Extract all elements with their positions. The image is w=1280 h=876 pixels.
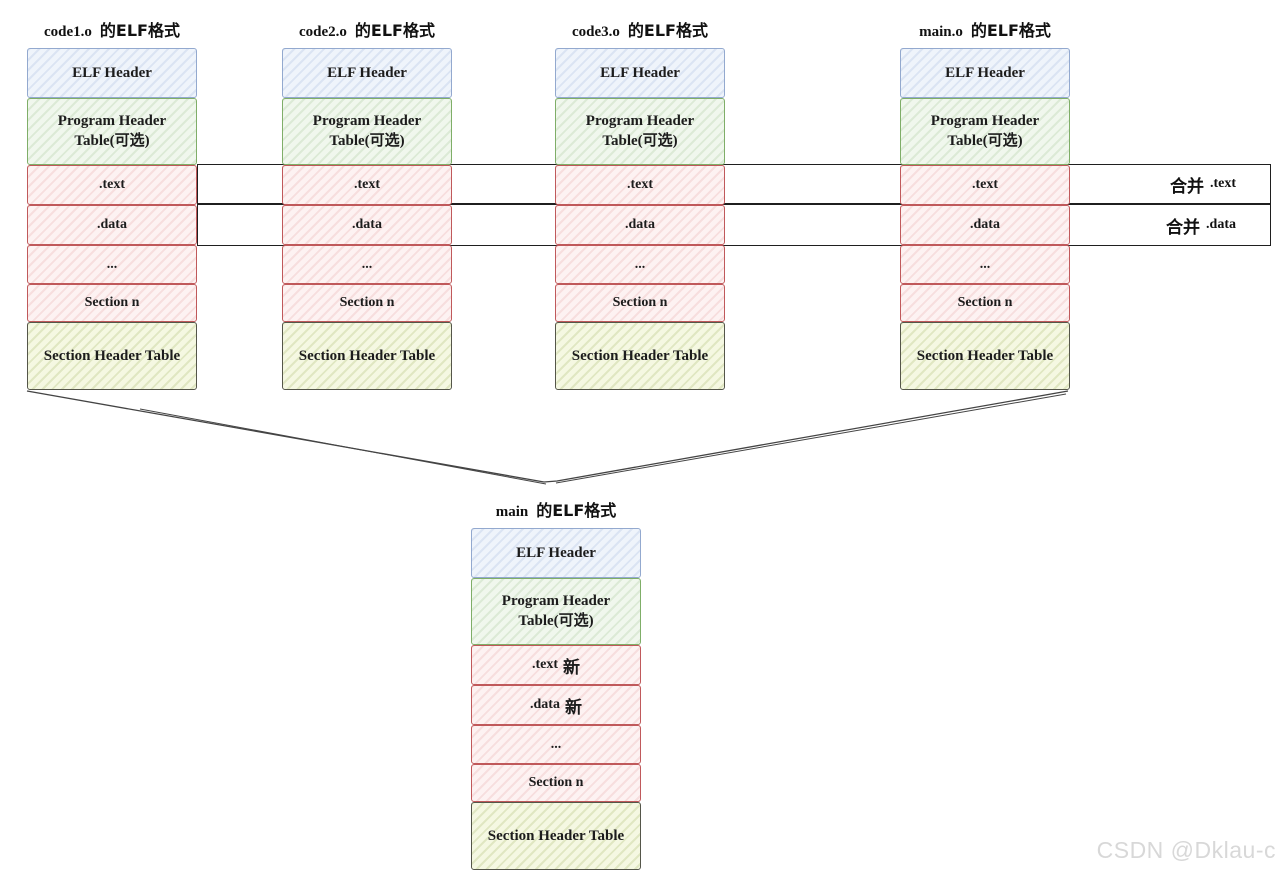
row-label: Section n (528, 775, 584, 790)
ellipsis-section-box: ... (471, 725, 641, 764)
row-label: Program Header Table(可选) (312, 113, 422, 149)
section-header-table-box: Section Header Table (282, 322, 452, 390)
data-section-box: .data (555, 205, 725, 245)
elf-column-code3: code3.o 的ELF格式 ELF Header Program Header… (555, 21, 725, 390)
elf-column-code2: code2.o 的ELF格式 ELF Header Program Header… (282, 21, 452, 390)
row-label: ... (550, 736, 562, 752)
row-label: .text (531, 657, 559, 672)
program-header-table-box: Program Header Table(可选) (471, 578, 641, 645)
row-label: Program Header Table(可选) (930, 113, 1040, 149)
section-header-table-box: Section Header Table (555, 322, 725, 390)
section-n-box: Section n (471, 764, 641, 802)
section-n-box: Section n (282, 284, 452, 322)
row-label: ELF Header (72, 64, 152, 81)
text-section-box: .text (555, 165, 725, 205)
row-label: Section Header Table (43, 347, 181, 364)
section-header-table-box: Section Header Table (900, 322, 1070, 390)
column-title-latin: code3.o (572, 24, 620, 40)
row-label: ... (361, 256, 373, 272)
row-label: .data (530, 697, 560, 712)
elf-column-main-o: main.o 的ELF格式 ELF Header Program Header … (900, 21, 1070, 390)
merge-data-label-latin: .data (1206, 217, 1236, 232)
row-label: .text (626, 177, 654, 192)
section-header-table-box: Section Header Table (471, 802, 641, 870)
merge-data-label-cjk: 合并 (1166, 217, 1201, 238)
row-label: Section n (339, 295, 395, 310)
row-label: ELF Header (945, 64, 1025, 81)
row-label: Section n (84, 295, 140, 310)
row-label: .text (971, 177, 999, 192)
section-n-box: Section n (27, 284, 197, 322)
row-label: Section Header Table (571, 347, 709, 364)
data-section-box: .data (27, 205, 197, 245)
row-label: ... (634, 256, 646, 272)
row-label: Section Header Table (298, 347, 436, 364)
text-section-box: .text (900, 165, 1070, 205)
row-label: ELF Header (516, 544, 596, 561)
row-label: ELF Header (600, 64, 680, 81)
elf-header-box: ELF Header (27, 48, 197, 98)
merge-text-label-latin: .text (1209, 176, 1236, 191)
ellipsis-section-box: ... (27, 245, 197, 284)
column-title-latin: main (495, 504, 529, 520)
row-label: Program Header Table(可选) (501, 593, 611, 629)
text-section-box: .text (27, 165, 197, 205)
elf-header-box: ELF Header (471, 528, 641, 578)
column-title-latin: code1.o (44, 24, 92, 40)
column-title-cjk: 的ELF格式 (536, 501, 617, 520)
row-label: Section Header Table (487, 827, 625, 844)
elf-column-main-linked: main 的ELF格式 ELF Header Program Header Ta… (471, 501, 641, 870)
row-label: ELF Header (327, 64, 407, 81)
program-header-table-box: Program Header Table(可选) (900, 98, 1070, 165)
row-label: Program Header Table(可选) (57, 113, 167, 149)
data-section-box: .data 新 (471, 685, 641, 725)
elf-column-code1: code1.o 的ELF格式 ELF Header Program Header… (27, 21, 197, 390)
program-header-table-box: Program Header Table(可选) (282, 98, 452, 165)
section-n-box: Section n (555, 284, 725, 322)
ellipsis-section-box: ... (555, 245, 725, 284)
elf-header-box: ELF Header (282, 48, 452, 98)
program-header-table-box: Program Header Table(可选) (555, 98, 725, 165)
elf-header-box: ELF Header (900, 48, 1070, 98)
column-title: main 的ELF格式 (431, 497, 681, 521)
ellipsis-section-box: ... (282, 245, 452, 284)
row-label: .text (98, 177, 126, 192)
program-header-table-box: Program Header Table(可选) (27, 98, 197, 165)
column-title-cjk: 的ELF格式 (970, 21, 1051, 40)
column-title-latin: main.o (919, 24, 963, 40)
column-title-cjk: 的ELF格式 (354, 21, 435, 40)
row-label: .data (352, 217, 382, 232)
data-section-box: .data (282, 205, 452, 245)
elf-header-box: ELF Header (555, 48, 725, 98)
row-label: Section n (957, 295, 1013, 310)
section-n-box: Section n (900, 284, 1070, 322)
column-title: main.o 的ELF格式 (860, 17, 1110, 41)
ellipsis-section-box: ... (900, 245, 1070, 284)
column-title: code1.o 的ELF格式 (0, 17, 237, 41)
column-title: code3.o 的ELF格式 (515, 17, 765, 41)
text-section-box: .text (282, 165, 452, 205)
row-label: Section n (612, 295, 668, 310)
row-label: .data (970, 217, 1000, 232)
row-label: .data (97, 217, 127, 232)
data-section-box: .data (900, 205, 1070, 245)
csdn-watermark: CSDN @Dklau-c (1096, 837, 1276, 863)
row-label: ... (979, 256, 991, 272)
section-header-table-box: Section Header Table (27, 322, 197, 390)
row-label: Section Header Table (916, 347, 1054, 364)
new-suffix-label: 新 (563, 657, 581, 678)
row-label: .data (625, 217, 655, 232)
column-title-cjk: 的ELF格式 (627, 21, 708, 40)
merge-text-label-cjk: 合并 (1169, 176, 1204, 197)
row-label: Program Header Table(可选) (585, 113, 695, 149)
new-suffix-label: 新 (564, 697, 582, 718)
column-title: code2.o 的ELF格式 (242, 17, 492, 41)
column-title-latin: code2.o (299, 24, 347, 40)
text-section-box: .text 新 (471, 645, 641, 685)
column-title-cjk: 的ELF格式 (99, 21, 180, 40)
row-label: ... (106, 256, 118, 272)
row-label: .text (353, 177, 381, 192)
